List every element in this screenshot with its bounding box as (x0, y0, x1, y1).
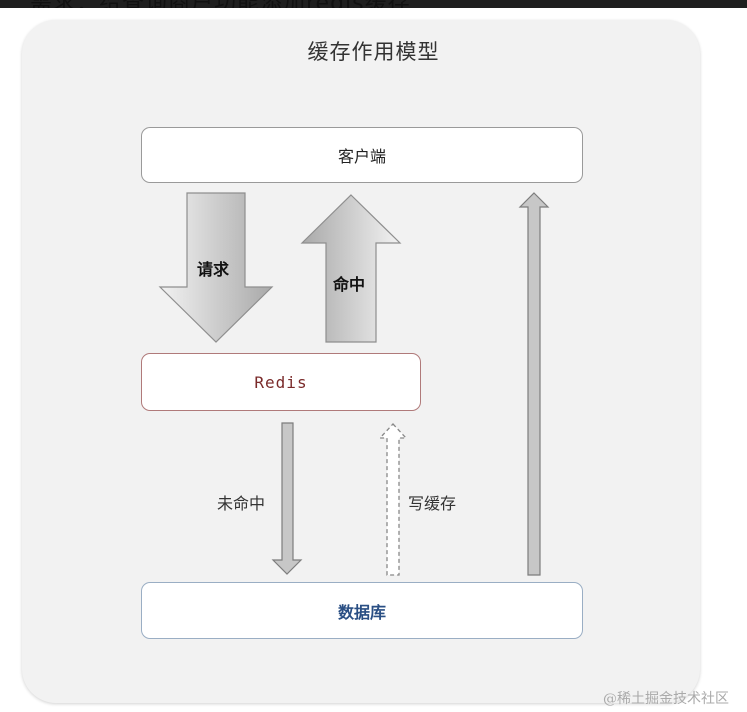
write-cache-arrow (378, 423, 408, 576)
database-to-client-arrow (518, 192, 550, 576)
miss-arrow (271, 422, 303, 575)
client-label: 客户端 (337, 147, 386, 166)
request-arrow (158, 192, 274, 343)
redis-label: Redis (254, 372, 308, 392)
hit-label: 命中 (333, 275, 366, 294)
write-cache-label: 写缓存 (408, 494, 457, 513)
diagram-title: 缓存作用模型 (307, 40, 440, 64)
miss-label: 未命中 (217, 494, 266, 513)
client-node: 客户端 (141, 127, 583, 183)
header-partial-text: 需求：给查询商户功能添加redis缓存 (30, 0, 411, 8)
database-label: 数据库 (337, 602, 386, 622)
hit-arrow (300, 194, 402, 343)
database-node: 数据库 (141, 582, 583, 639)
top-cropped-header: 需求：给查询商户功能添加redis缓存 (0, 0, 747, 8)
redis-node: Redis (141, 353, 421, 411)
watermark: @稀土掘金技术社区 (603, 691, 729, 707)
request-label: 请求 (197, 260, 230, 279)
